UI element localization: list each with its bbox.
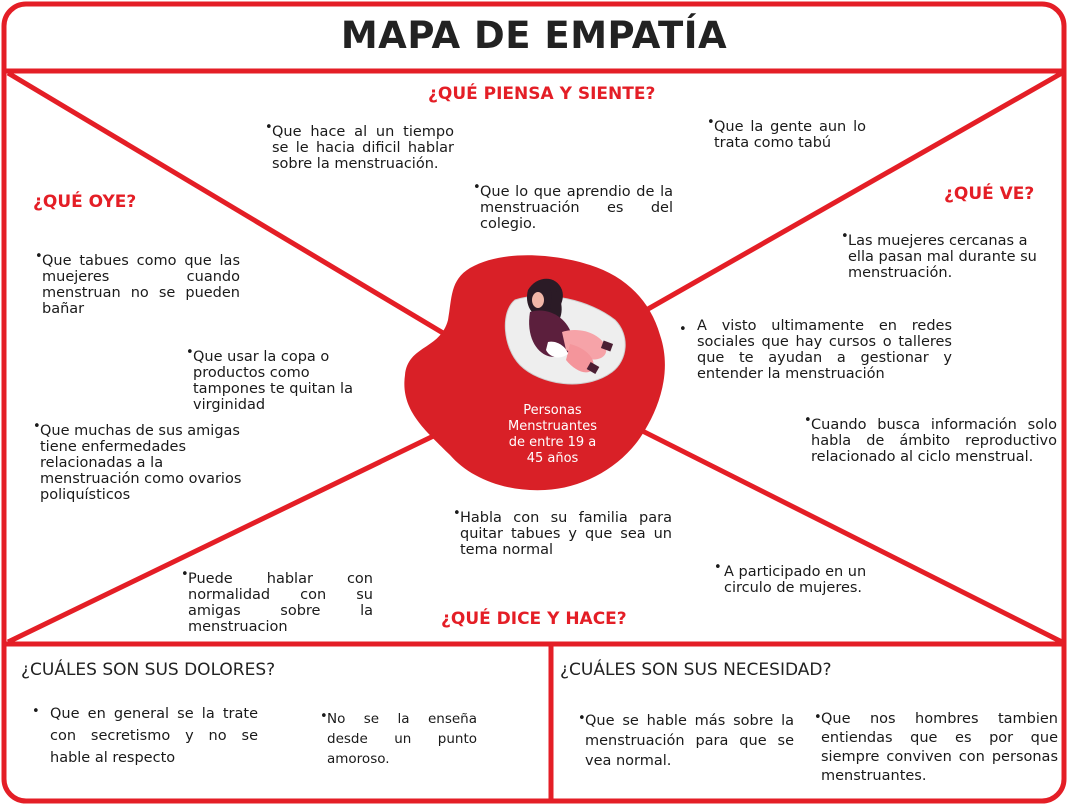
note-ve-3: • Cuando busca información solo habla de…	[804, 413, 1057, 465]
page-title: MAPA DE EMPATÍA	[340, 14, 728, 57]
section-heading-dice: ¿QUÉ DICE Y HACE?	[441, 609, 627, 629]
note-dice-1: • Habla con su familia para quitar tabue…	[453, 506, 672, 558]
note-text: Que muchas de sus amigas tiene enfermeda…	[40, 423, 242, 503]
note-piensa-3: • Que la gente aun lo trata como tabú	[707, 115, 866, 151]
dolores-heading: ¿CUÁLES SON SUS DOLORES?	[21, 660, 276, 680]
note-piensa-2: • Que lo que aprendio de la menstruación…	[473, 180, 673, 232]
note-oye-3: • Que muchas de sus amigas tiene enferme…	[33, 419, 252, 503]
necesidades-heading: ¿CUÁLES SON SUS NECESIDAD?	[560, 660, 832, 680]
note-text: Que tabues como que las muejeres cuando …	[42, 253, 240, 317]
note-text: Puede hablar con normalidad con su amiga…	[188, 571, 373, 635]
bullet-dot-icon: •	[814, 710, 822, 725]
bullet-dot-icon: •	[186, 345, 194, 360]
bullet-dot-icon: •	[578, 711, 586, 726]
note-text: Que la gente aun lo trata como tabú	[714, 119, 866, 151]
note-text: Que se hable más sobre la menstruación p…	[585, 713, 794, 769]
note-oye-2: • Que usar la copa o productos como tamp…	[186, 345, 373, 413]
bullet-dot-icon: •	[265, 120, 273, 135]
note-text: Cuando busca información solo habla de á…	[811, 417, 1057, 465]
note-necesidades-2: • Que nos hombres tambien entiendas que …	[814, 710, 1058, 786]
bullet-dot-icon: •	[714, 560, 722, 575]
bullet-dot-icon: •	[453, 506, 461, 521]
bullet-dot-icon: •	[473, 180, 481, 195]
note-ve-2: • A visto ultimamente en redes sociales …	[679, 318, 952, 382]
bullet-dot-icon: •	[181, 567, 189, 582]
bullet-dot-icon: •	[32, 704, 40, 719]
note-text: Las muejeres cercanas a ella pasan mal d…	[848, 233, 1037, 281]
note-text: Que usar la copa o productos como tampon…	[193, 349, 353, 413]
menstruating-person-illustration	[504, 278, 626, 385]
section-heading-oye: ¿QUÉ OYE?	[33, 192, 137, 212]
section-heading-ve: ¿QUÉ VE?	[944, 184, 1035, 204]
note-text: Que en general se la trate con secretism…	[50, 706, 258, 766]
center-persona-label: Personas Menstruantes de entre 19 a 45 a…	[508, 403, 597, 466]
bullet-dot-icon: •	[804, 413, 812, 428]
note-text: Que nos hombres tambien entiendas que es…	[821, 711, 1058, 784]
bullet-dot-icon: •	[841, 229, 849, 244]
note-piensa-1: • Que hace al un tiempo se le hacia difi…	[265, 120, 454, 172]
bullet-dot-icon: •	[320, 709, 328, 724]
note-text: A participado en un circulo de mujeres.	[724, 564, 867, 596]
note-text: Que lo que aprendio de la menstruación e…	[480, 184, 673, 232]
note-text: A visto ultimamente en redes sociales qu…	[697, 318, 952, 382]
bullet-dot-icon: •	[707, 115, 715, 130]
note-ve-1: • Las muejeres cercanas a ella pasan mal…	[841, 229, 1048, 281]
bullet-dot-icon: •	[33, 419, 41, 434]
note-text: No se la enseña desde un punto amoroso.	[327, 711, 477, 767]
note-dolores-2: • No se la enseña desde un punto amoroso…	[320, 709, 477, 769]
section-heading-piensa: ¿QUÉ PIENSA Y SIENTE?	[428, 84, 656, 104]
note-dice-3: • A participado en un circulo de mujeres…	[714, 560, 894, 596]
diagonal-top-left	[6, 70, 527, 385]
note-oye-1: • Que tabues como que las muejeres cuand…	[35, 249, 240, 317]
bullet-dot-icon: •	[35, 249, 43, 264]
note-necesidades-1: • Que se hable más sobre la menstruación…	[578, 711, 794, 771]
note-dice-2: • Puede hablar con normalidad con su ami…	[181, 567, 373, 635]
note-dolores-1: • Que en general se la trate con secreti…	[32, 703, 258, 769]
bullet-dot-icon: •	[679, 322, 687, 337]
note-text: Habla con su familia para quitar tabues …	[460, 510, 672, 558]
note-text: Que hace al un tiempo se le hacia difici…	[272, 124, 454, 172]
